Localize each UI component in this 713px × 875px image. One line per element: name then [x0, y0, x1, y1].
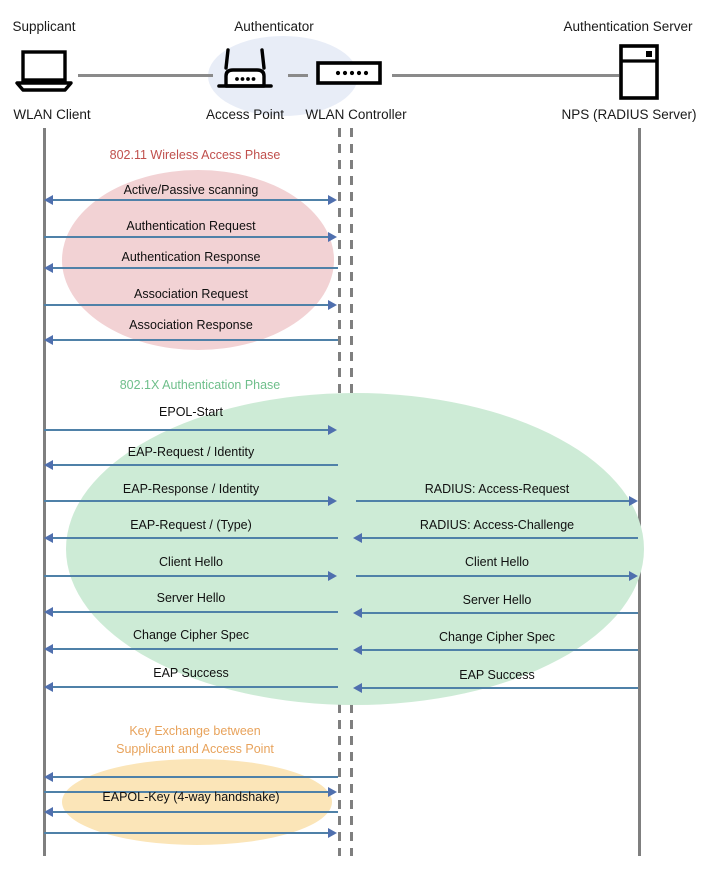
msg-label-change-cipher-spec-left: Change Cipher Spec [132, 628, 250, 642]
msg-arrowhead-change-cipher-spec-left [44, 644, 53, 654]
msg-arrowhead-active-passive-scanning-right [328, 195, 337, 205]
msg-arrowhead-radius-access-challenge [353, 533, 362, 543]
lifeline-supplicant [43, 128, 46, 856]
msg-arrowhead-eap-request-type [44, 533, 53, 543]
msg-arrowhead-key-exchange-2 [328, 787, 337, 797]
msg-label-eap-success-left: EAP Success [153, 666, 229, 680]
msg-line-client-hello-right [356, 575, 631, 577]
msg-line-eap-request-type [50, 537, 338, 539]
msg-label-eapol-start: EPOL-Start [159, 405, 223, 419]
msg-arrowhead-key-exchange-1 [44, 772, 53, 782]
phase-key-ellipse [62, 759, 332, 845]
msg-arrowhead-active-passive-scanning-left [44, 195, 53, 205]
msg-line-association-response [50, 339, 338, 341]
actor-device-access-point: Access Point [205, 107, 285, 122]
msg-label-client-hello-right: Client Hello [465, 555, 529, 569]
msg-label-radius-access-request: RADIUS: Access-Request [424, 482, 570, 496]
actor-device-wlan-client: WLAN Client [13, 107, 91, 122]
msg-arrowhead-key-exchange-4 [328, 828, 337, 838]
msg-line-eap-request-identity [50, 464, 338, 466]
msg-label-change-cipher-spec-right: Change Cipher Spec [438, 630, 556, 644]
msg-label-association-request: Association Request [134, 287, 248, 301]
phase-8021x-title: 802.1X Authentication Phase [119, 378, 281, 392]
actor-device-wlan-controller: WLAN Controller [305, 107, 407, 122]
msg-label-eapol-key: EAPOL-Key (4-way handshake) [102, 790, 280, 804]
msg-arrowhead-eap-response-identity [328, 496, 337, 506]
msg-line-authentication-response [50, 267, 338, 269]
msg-arrowhead-server-hello-right [353, 608, 362, 618]
msg-line-client-hello-left [44, 575, 335, 577]
phase-key-title-line1: Key Exchange between [129, 724, 261, 738]
msg-arrowhead-eap-success-right [353, 683, 362, 693]
msg-line-change-cipher-spec-left [50, 648, 338, 650]
msg-arrowhead-key-exchange-3 [44, 807, 53, 817]
msg-arrowhead-eapol-start [328, 425, 337, 435]
msg-label-association-response: Association Response [129, 318, 253, 332]
msg-line-change-cipher-spec-right [360, 649, 638, 651]
actor-role-authentication-server: Authentication Server [563, 19, 693, 34]
msg-line-eapol-start [44, 429, 335, 431]
msg-line-authentication-request [44, 236, 335, 238]
msg-line-key-exchange-4 [44, 832, 335, 834]
actor-role-supplicant: Supplicant [12, 19, 76, 34]
msg-arrowhead-change-cipher-spec-right [353, 645, 362, 655]
lifeline-nps [638, 128, 641, 856]
msg-label-authentication-response: Authentication Response [121, 250, 261, 264]
wire-controller-to-server [392, 74, 619, 77]
access-point-icon [214, 46, 276, 94]
wire-ap-to-controller [288, 74, 308, 77]
wire-client-to-ap [78, 74, 213, 77]
msg-arrowhead-authentication-response [44, 263, 53, 273]
msg-arrowhead-eap-request-identity [44, 460, 53, 470]
msg-line-radius-access-challenge [360, 537, 638, 539]
msg-label-authentication-request: Authentication Request [126, 219, 256, 233]
msg-arrowhead-eap-success-left [44, 682, 53, 692]
phase-key-title-line2: Supplicant and Access Point [116, 742, 274, 756]
msg-label-radius-access-challenge: RADIUS: Access-Challenge [419, 518, 575, 532]
msg-arrowhead-radius-access-request [629, 496, 638, 506]
server-icon [617, 44, 661, 100]
msg-label-server-hello-left: Server Hello [156, 591, 226, 605]
msg-arrowhead-server-hello-left [44, 607, 53, 617]
msg-line-association-request [44, 304, 335, 306]
actor-role-authenticator: Authenticator [234, 19, 314, 34]
phase-8021x-ellipse [66, 393, 644, 705]
msg-line-key-exchange-2 [44, 791, 335, 793]
msg-label-eap-request-identity: EAP-Request / Identity [127, 445, 255, 459]
msg-line-radius-access-request [356, 500, 631, 502]
msg-line-key-exchange-1 [50, 776, 338, 778]
msg-line-active-passive-scanning [50, 199, 335, 201]
phase-80211-title: 802.11 Wireless Access Phase [109, 148, 281, 162]
msg-line-server-hello-right [360, 612, 638, 614]
msg-label-eap-success-right: EAP Success [459, 668, 535, 682]
msg-label-server-hello-right: Server Hello [462, 593, 532, 607]
msg-arrowhead-client-hello-right [629, 571, 638, 581]
msg-arrowhead-client-hello-left [328, 571, 337, 581]
wlan-controller-icon [316, 58, 382, 88]
msg-label-active-passive-scanning: Active/Passive scanning [123, 183, 259, 197]
msg-line-server-hello-left [50, 611, 338, 613]
msg-arrowhead-authentication-request [328, 232, 337, 242]
msg-line-eap-response-identity [44, 500, 335, 502]
actor-device-nps: NPS (RADIUS Server) [561, 107, 697, 122]
msg-arrowhead-association-request [328, 300, 337, 310]
msg-line-eap-success-right [360, 687, 638, 689]
msg-line-eap-success-left [50, 686, 338, 688]
msg-label-client-hello-left: Client Hello [159, 555, 223, 569]
msg-label-eap-response-identity: EAP-Response / Identity [122, 482, 260, 496]
msg-line-key-exchange-3 [50, 811, 338, 813]
msg-arrowhead-association-response [44, 335, 53, 345]
msg-label-eap-request-type: EAP-Request / (Type) [130, 518, 252, 532]
laptop-icon [14, 50, 74, 94]
